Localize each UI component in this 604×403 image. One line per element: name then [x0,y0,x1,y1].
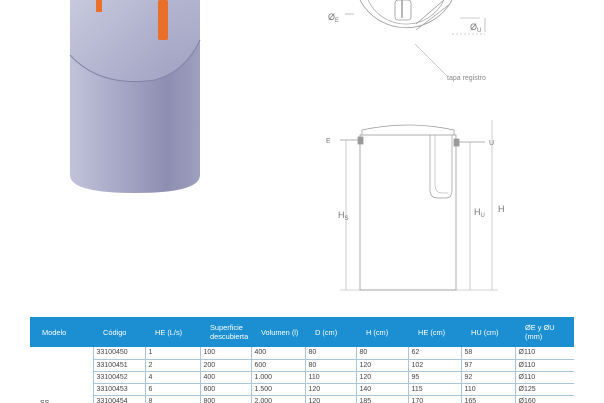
header-modelo: Modelo [30,317,93,347]
model-cell: SS [30,347,94,403]
header-diameter: ØE y ØU (mm) [515,317,574,347]
table-row: SS 33100450 1 100 400 80 80 62 58 Ø110 [30,347,574,403]
header-he-cm: HE (cm) [408,317,461,347]
table-row: 33100454 8 800 2.000 120 185 170 165 Ø16… [30,395,574,403]
table-header-row: Modelo Código HE (L/s) Superficie descub… [30,317,574,347]
diameter-e-label: ØE [328,12,339,24]
header-h: H (cm) [356,317,408,347]
header-volumen: Volumen (l) [251,317,305,347]
header-hu: HU (cm) [461,317,515,347]
spec-table: Modelo Código HE (L/s) Superficie descub… [30,317,574,403]
table-row: 33100452 4 400 1.000 110 120 95 92 Ø110 [30,371,574,384]
height-hu-label: HU [474,207,485,219]
outlet-fitting [96,0,102,12]
height-h-label: H [498,204,505,214]
table-row: 33100451 2 200 600 80 120 102 97 Ø110 [30,359,574,372]
diameter-u-label: ØU [470,22,481,34]
table-row: 33100453 6 600 1.500 120 140 115 110 Ø12… [30,383,574,396]
inlet-e-label: E [326,138,331,145]
tank-render-image [69,0,201,193]
technical-drawing: ØE ØU E U HS HU H [326,0,505,291]
outlet-u-label: U [489,140,494,147]
callout-tapa-registro: tapa registro [447,75,486,82]
height-hs-label: HS [338,210,349,222]
header-superficie: Superficie descubierta [200,317,251,347]
header-d: D (cm) [305,317,356,347]
inlet-fitting [158,0,168,40]
header-he-ls: HE (L/s) [145,317,200,347]
header-codigo: Código [93,317,145,347]
